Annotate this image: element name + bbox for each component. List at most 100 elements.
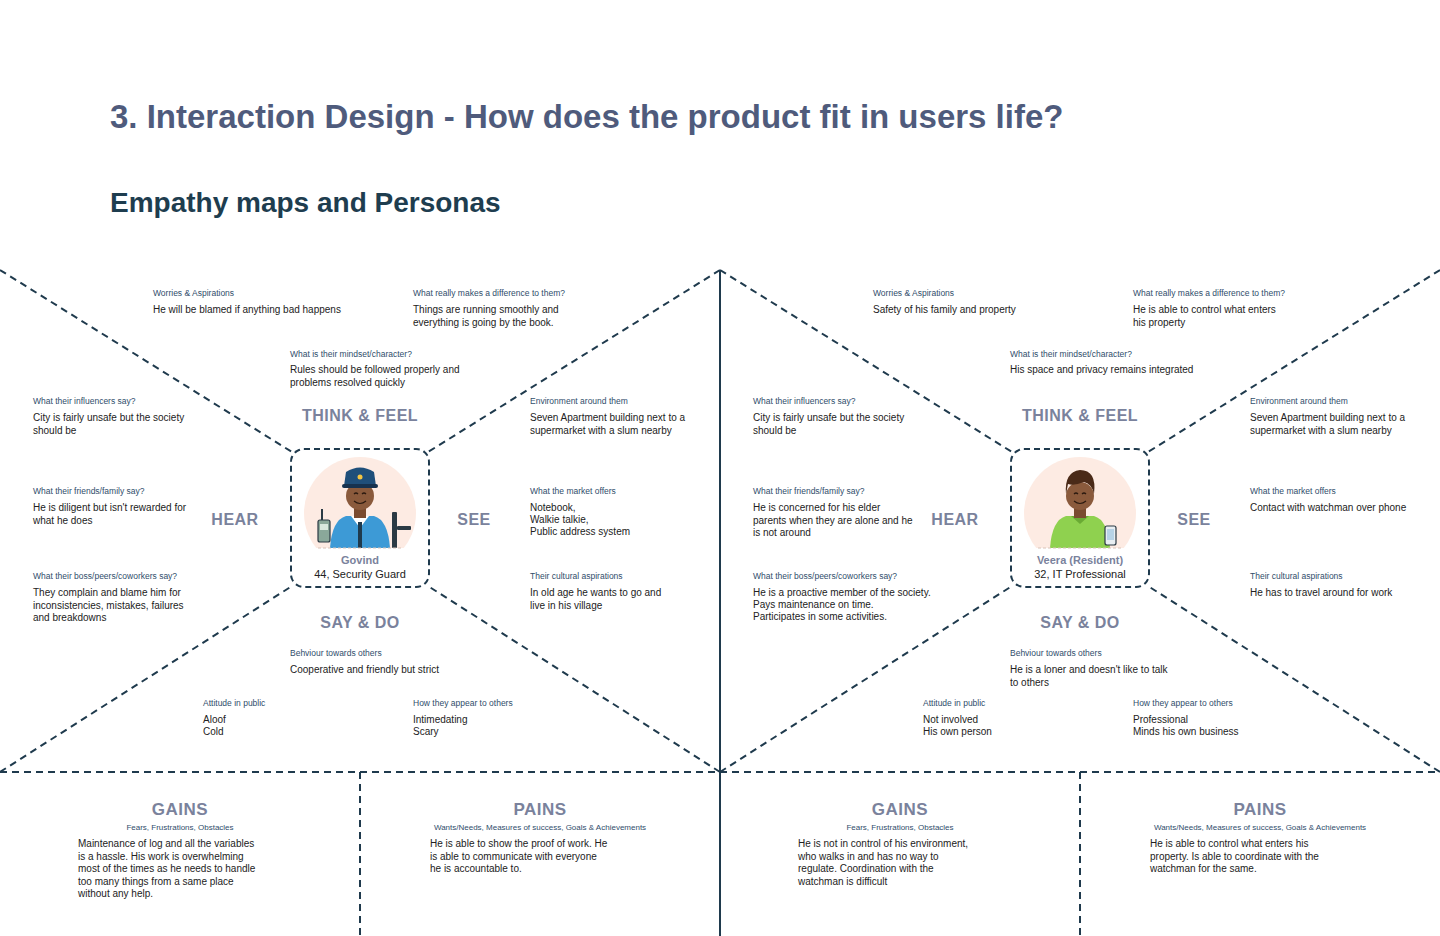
label-slot: How they appear to others — [1133, 698, 1233, 709]
divider — [0, 586, 292, 772]
label-slot: What is their mindset/character? — [290, 349, 412, 360]
ground-line — [318, 548, 402, 549]
dashed-dividers — [0, 270, 1440, 936]
panel-heading: GAINS — [720, 800, 1080, 820]
baton-handle — [397, 526, 411, 530]
quadrant-heading: HEAR — [931, 510, 978, 530]
label-slot: Walkie talkie, — [530, 514, 589, 527]
label-slot: Empathy maps and Personas — [110, 186, 501, 220]
field-caption: Behviour towards others — [290, 648, 382, 659]
field-caption: Worries & Aspirations — [873, 288, 954, 299]
label-slot: SEE — [457, 510, 491, 530]
label-slot: SEE — [1177, 510, 1211, 530]
field-text: Public address system — [530, 526, 630, 539]
antenna — [321, 509, 323, 521]
label-slot: They complain and blame him for inconsis… — [33, 587, 201, 625]
panel-subheading: Fears, Frustrations, Obstacles — [720, 822, 1080, 833]
quadrant-heading: THINK & FEEL — [302, 406, 418, 426]
divider — [720, 586, 1012, 772]
field-text: His space and privacy remains integrated — [1010, 364, 1193, 377]
field-caption: What really makes a difference to them? — [413, 288, 565, 299]
field-text: Pays maintenance on time. — [753, 599, 874, 612]
label-slot: Behviour towards others — [1010, 648, 1102, 659]
panel-subheading: Fears, Frustrations, Obstacles — [0, 822, 360, 833]
label-slot: Seven Apartment building next to a super… — [1250, 412, 1410, 437]
field-text: He has to travel around for work — [1250, 587, 1392, 600]
label-slot: What their friends/family say? — [753, 486, 864, 497]
guard-avatar — [304, 457, 416, 569]
label-slot: Worries & Aspirations — [873, 288, 954, 299]
label-slot: Cooperative and friendly but strict — [290, 664, 439, 677]
baton — [392, 512, 397, 548]
field-caption: What their boss/peers/coworkers say? — [753, 571, 897, 582]
label-slot: What is their mindset/character? — [1010, 349, 1132, 360]
field-caption: Environment around them — [1250, 396, 1348, 407]
field-text: He is concerned for his elder parents wh… — [753, 502, 913, 540]
hair — [1066, 470, 1095, 494]
field-text: City is fairly unsafe but the society sh… — [753, 412, 911, 437]
gains-pains-panel: PAINSWants/Needs, Measures of success, G… — [1080, 772, 1440, 936]
field-text: Rules should be followed properly and pr… — [290, 364, 462, 389]
label-slot: He has to travel around for work — [1250, 587, 1392, 600]
label-slot: He will be blamed if anything bad happen… — [153, 304, 341, 317]
label-slot: He is able to control what enters his pr… — [1133, 304, 1291, 329]
persona-card: Veera (Resident)32, IT Professional — [1010, 448, 1150, 588]
field-caption: Worries & Aspirations — [153, 288, 234, 299]
label-slot: What really makes a difference to them? — [413, 288, 565, 299]
field-text: Intimedating — [413, 714, 467, 727]
field-text: Minds his own business — [1133, 726, 1239, 739]
field-text: Seven Apartment building next to a super… — [1250, 412, 1410, 437]
label-slot: Attitude in public — [923, 698, 985, 709]
panel-subheading: Wants/Needs, Measures of success, Goals … — [1080, 822, 1440, 833]
label-slot: Professional — [1133, 714, 1188, 727]
field-text: Safety of his family and property — [873, 304, 1016, 317]
field-text: Contact with watchman over phone — [1250, 502, 1406, 515]
persona-card: Govind44, Security Guard — [290, 448, 430, 588]
cap-visor — [342, 484, 378, 488]
field-text: In old age he wants to go and live in hi… — [530, 587, 670, 612]
label-slot: What their boss/peers/coworkers say? — [753, 571, 897, 582]
panel-subheading: Wants/Needs, Measures of success, Goals … — [360, 822, 720, 833]
label-slot: Cold — [203, 726, 224, 739]
quadrant-heading: HEAR — [211, 510, 258, 530]
panel-body: He is able to show the proof of work. He… — [430, 838, 610, 876]
field-caption: Their cultural aspirations — [1250, 571, 1343, 582]
center-divider — [719, 270, 721, 936]
field-caption: What is their mindset/character? — [1010, 349, 1132, 360]
panel-heading: PAINS — [360, 800, 720, 820]
field-caption: What is their mindset/character? — [290, 349, 412, 360]
label-slot: Environment around them — [530, 396, 628, 407]
field-text: City is fairly unsafe but the society sh… — [33, 412, 191, 437]
field-caption: Attitude in public — [923, 698, 985, 709]
panel-body: He is able to control what enters his pr… — [1150, 838, 1322, 876]
field-caption: How they appear to others — [1133, 698, 1233, 709]
tie — [358, 522, 362, 548]
gains-pains-panel: PAINS Wants/Needs, Measures of success, G… — [360, 772, 720, 936]
field-caption: Environment around them — [530, 396, 628, 407]
smile — [354, 501, 366, 504]
panel-body: Maintenance of log and all the variables… — [78, 838, 260, 901]
label-slot: Their cultural aspirations — [1250, 571, 1343, 582]
field-text: Walkie talkie, — [530, 514, 589, 527]
label-slot: SAY & DO — [320, 613, 400, 633]
field-caption: Behviour towards others — [1010, 648, 1102, 659]
field-caption: What the market offers — [530, 486, 616, 497]
field-text: He is able to control what enters his pr… — [1133, 304, 1291, 329]
divider — [1148, 586, 1440, 772]
field-text: Notebook, — [530, 502, 576, 515]
persona-name: Veera (Resident) — [1037, 553, 1123, 567]
face — [1066, 482, 1094, 510]
quadrant-heading: SEE — [1177, 510, 1211, 530]
eyes — [1074, 493, 1086, 494]
field-text: Professional — [1133, 714, 1188, 727]
quadrant-heading: SAY & DO — [320, 613, 400, 633]
label-slot: Aloof — [203, 714, 226, 727]
walkie-talkie — [318, 520, 330, 542]
field-text: Aloof — [203, 714, 226, 727]
label-slot: Safety of his family and property — [873, 304, 1016, 317]
cap-badge — [358, 475, 363, 480]
field-text: Things are running smoothly and everythi… — [413, 304, 573, 329]
label-slot: What their influencers say? — [753, 396, 856, 407]
label-slot: Public address system — [530, 526, 630, 539]
label-slot: Their cultural aspirations — [530, 571, 623, 582]
